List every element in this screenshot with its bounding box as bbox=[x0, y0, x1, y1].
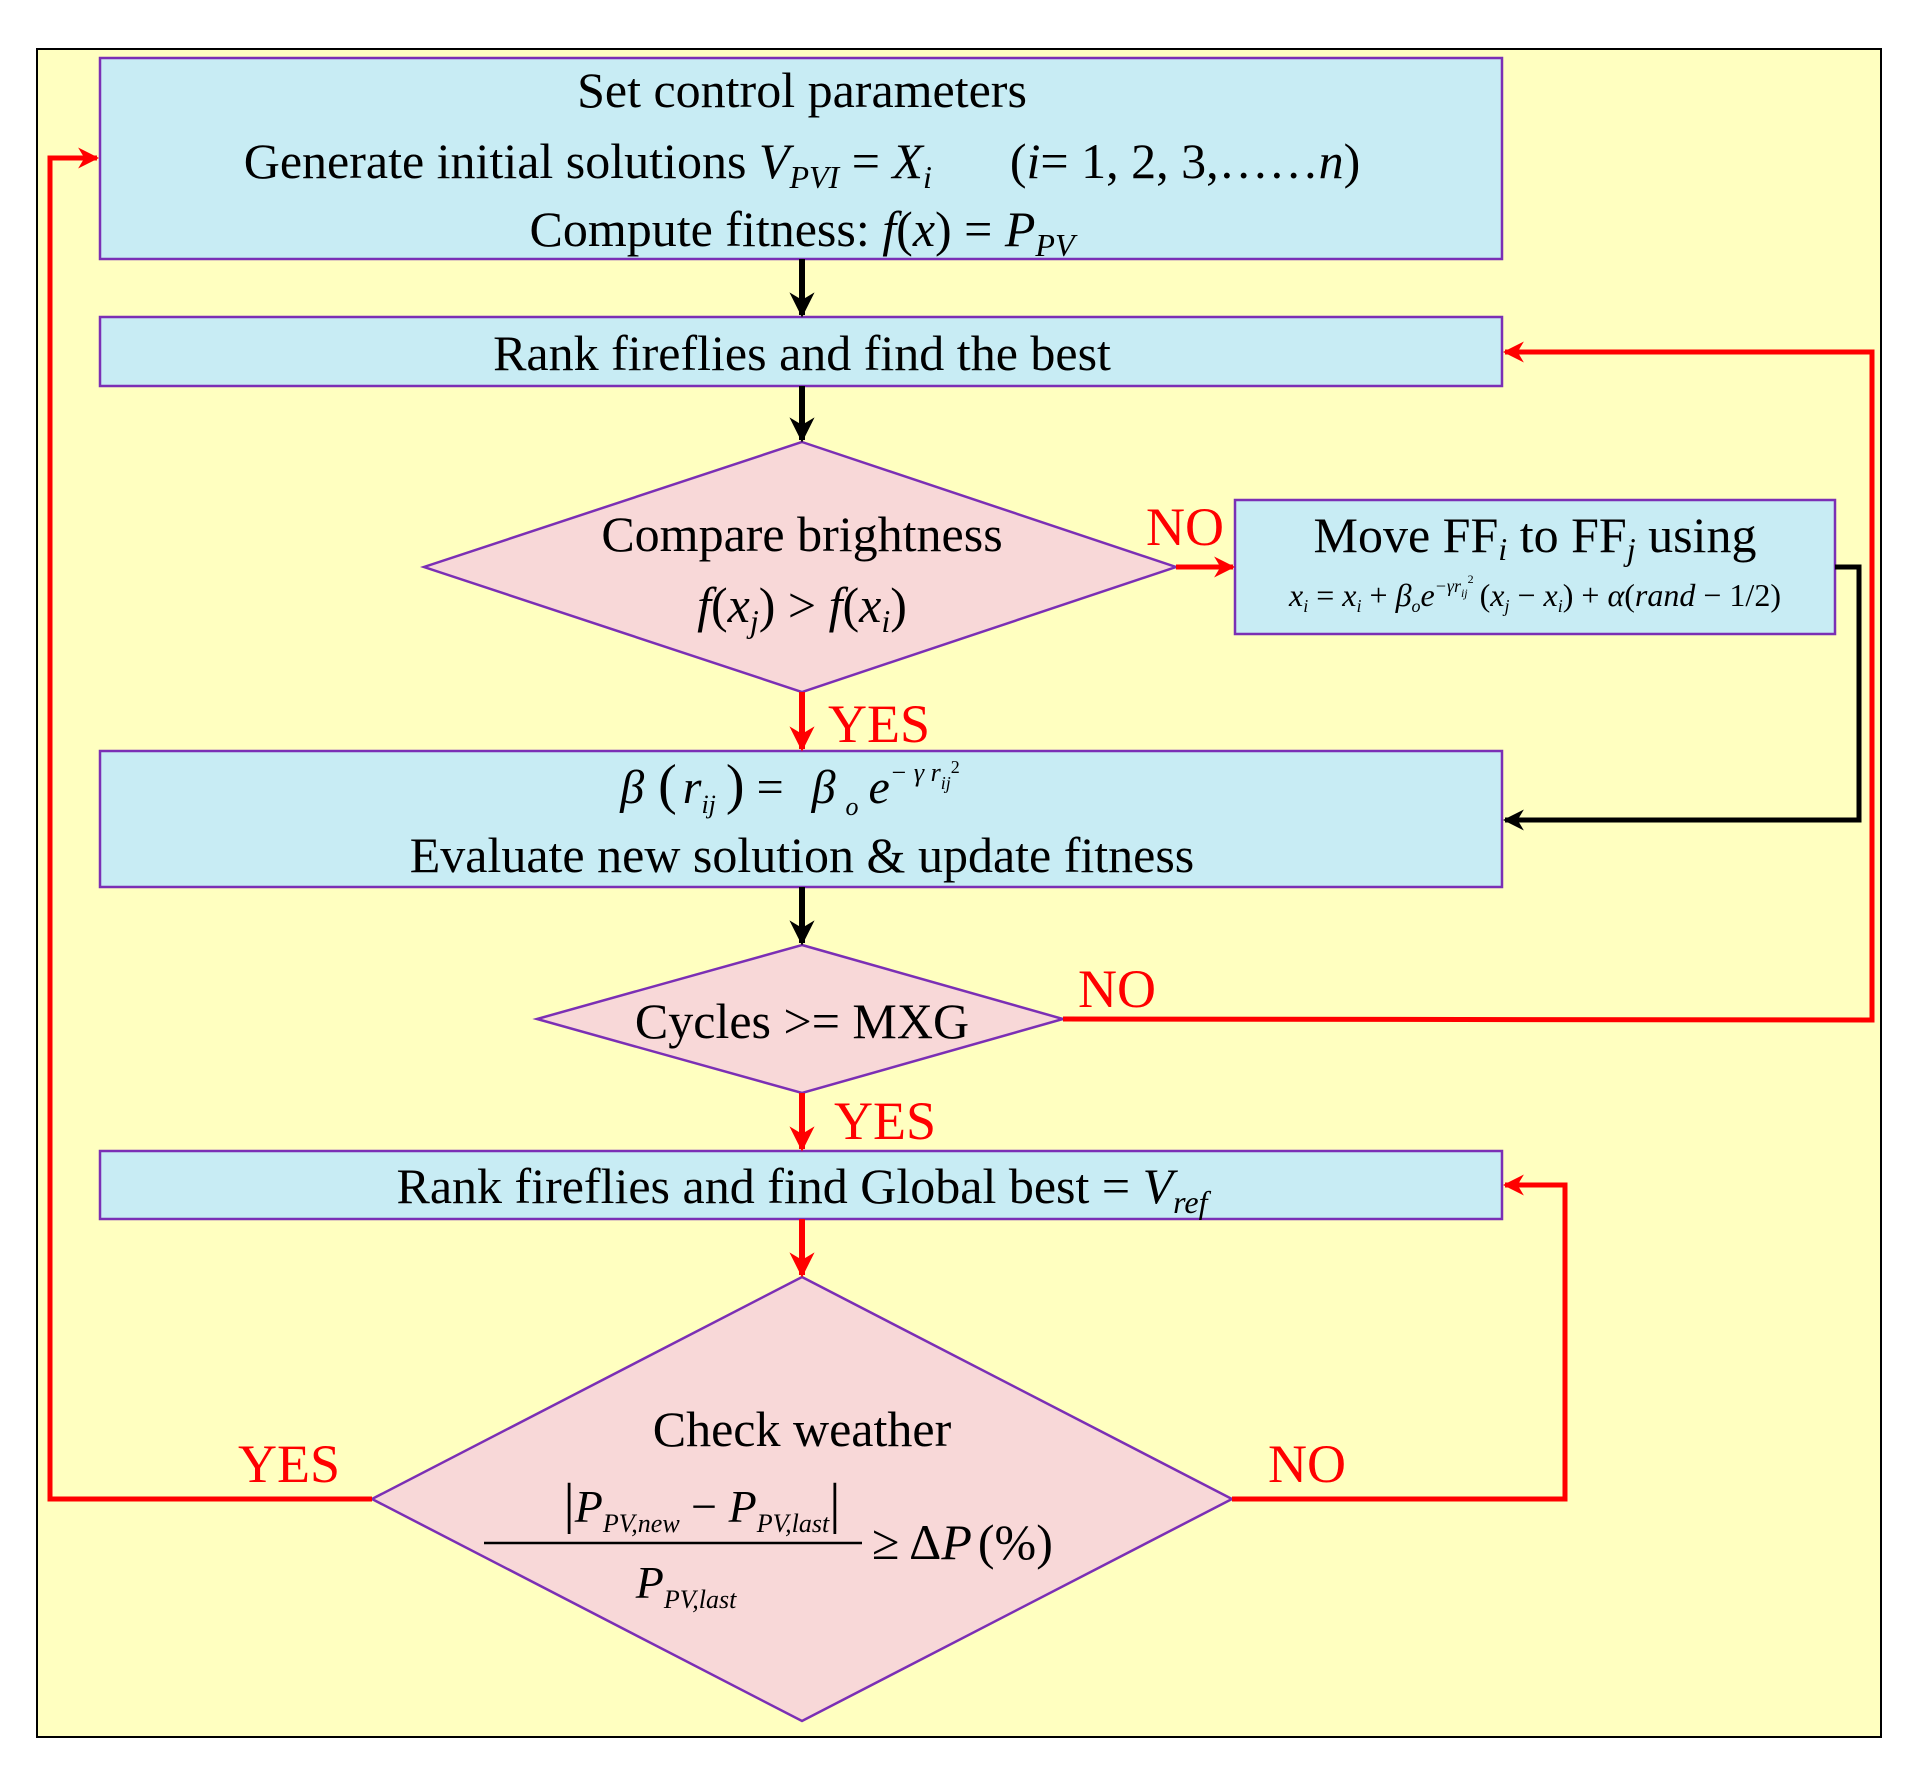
weather-line1: Check weather bbox=[653, 1401, 952, 1457]
init-box bbox=[98, 56, 1504, 261]
cycles-label: Cycles >= MXG bbox=[635, 993, 969, 1049]
init-line2: Generate initial solutions VPVI = Xi(i= … bbox=[244, 133, 1361, 195]
compare-line1: Compare brightness bbox=[601, 506, 1002, 562]
compare-line2: f(xj) > f(xi) bbox=[697, 577, 907, 639]
label-no-compare: NO bbox=[1146, 497, 1224, 557]
label-yes-weather: YES bbox=[238, 1434, 340, 1494]
evaluate-box bbox=[98, 749, 1504, 889]
weather-numerator: |PPV,new − PPV,last| bbox=[564, 1473, 841, 1538]
arrow-cycles-no bbox=[1062, 341, 1875, 1023]
global-label: Rank fireflies and find Global best = Vr… bbox=[397, 1158, 1212, 1220]
weather-diamond bbox=[369, 1275, 1235, 1723]
weather-denominator: PPV,last bbox=[635, 1557, 737, 1614]
rank-label: Rank fireflies and find the best bbox=[493, 325, 1111, 381]
arrow-weather-no bbox=[1232, 1174, 1568, 1502]
arrow-move-to-evaluate bbox=[1502, 564, 1862, 831]
init-line3: Compute fitness: f(x) = PPV bbox=[529, 201, 1077, 263]
label-yes-compare: YES bbox=[828, 694, 930, 754]
label-yes-cycles: YES bbox=[834, 1091, 936, 1151]
label-no-weather: NO bbox=[1268, 1434, 1346, 1494]
label-no-cycles: NO bbox=[1078, 959, 1156, 1019]
weather-rhs: ≥ ΔP(%) bbox=[872, 1514, 1053, 1570]
evaluate-line2: Evaluate new solution & update fitness bbox=[410, 827, 1195, 883]
init-line1: Set control parameters bbox=[577, 62, 1027, 118]
move-formula: xi = xi + βoe−γrij2(xj − xi) + α(rand − … bbox=[1288, 572, 1781, 616]
arrow-weather-yes bbox=[47, 147, 372, 1502]
move-line1: Move FFi to FFj using bbox=[1314, 507, 1757, 567]
global-box bbox=[98, 1149, 1504, 1221]
